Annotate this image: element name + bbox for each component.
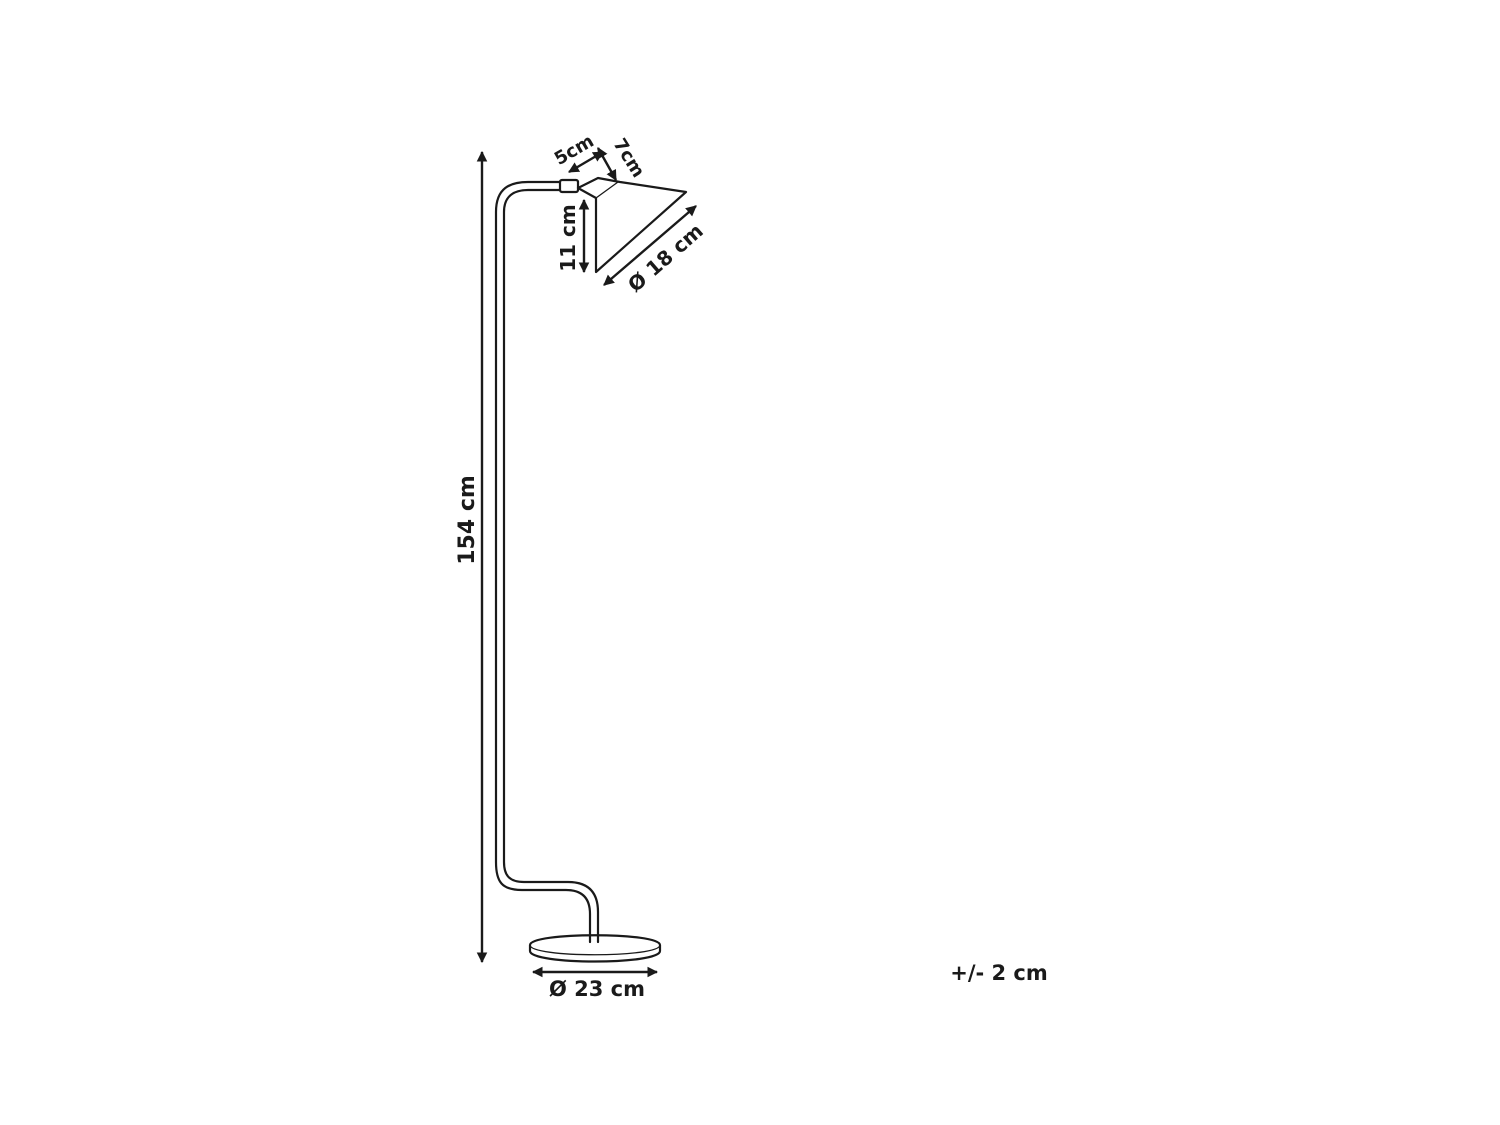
- lamp-base: [528, 934, 662, 963]
- base-diameter-label: Ø 23 cm: [549, 977, 645, 1001]
- shade-diameter-arrow: [603, 205, 697, 286]
- shade-height-label: 11 cm: [556, 204, 580, 272]
- lamp-stem: [494, 178, 600, 944]
- dimension-lines: [476, 147, 697, 978]
- tolerance-label: +/- 2 cm: [950, 961, 1048, 985]
- neck-length-label: 5cm: [551, 131, 598, 170]
- shade-top-arrow: [596, 147, 618, 181]
- height-label: 154 cm: [455, 475, 480, 565]
- lamp-illustration: [494, 176, 688, 963]
- dimension-labels: 154 cm Ø 23 cm 11 cm Ø 18 cm 5cm 7cm +/-…: [455, 131, 1048, 1001]
- neck-length-arrow: [568, 150, 604, 174]
- shade-top-label: 7cm: [609, 135, 649, 182]
